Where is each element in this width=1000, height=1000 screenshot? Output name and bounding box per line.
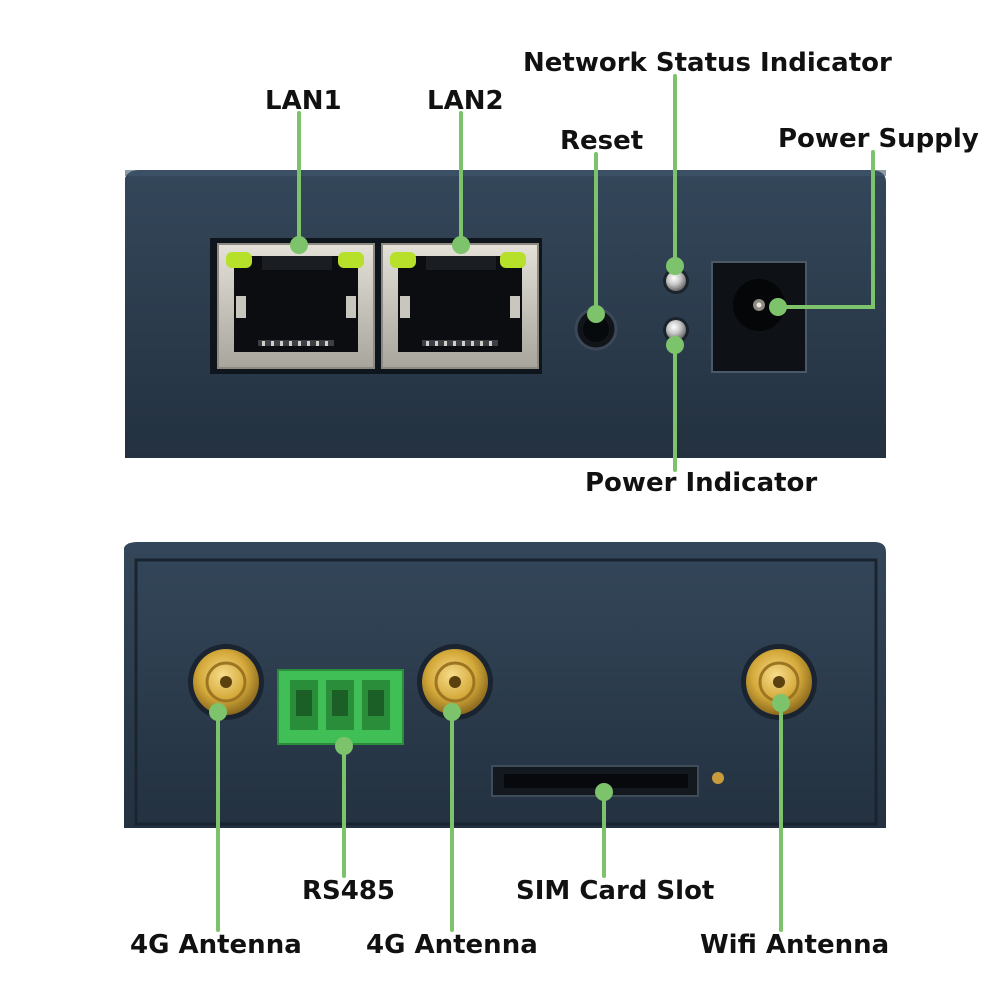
label-reset: Reset xyxy=(560,126,644,156)
label-rs485: RS485 xyxy=(302,876,396,906)
reset-button-hole xyxy=(574,307,618,351)
label-4g-antenna-left: 4G Antenna xyxy=(130,930,302,960)
antenna-4g-mid-connector xyxy=(417,644,493,720)
label-network-status-indicator: Network Status Indicator xyxy=(523,48,892,78)
callout-line-power-supply xyxy=(776,150,875,309)
lan1-led-right xyxy=(338,252,364,268)
lan2-port xyxy=(381,243,539,369)
label-power-indicator: Power Indicator xyxy=(585,468,818,498)
label-wifi-antenna: Wifi Antenna xyxy=(700,930,890,960)
power-jack xyxy=(711,261,807,373)
callout-dots xyxy=(209,236,790,801)
label-sim-card-slot: SIM Card Slot xyxy=(516,876,715,906)
label-lan2: LAN2 xyxy=(427,86,504,116)
sim-card-slot xyxy=(491,765,724,797)
rs485-terminal-block xyxy=(277,669,404,745)
lan2-led-right xyxy=(500,252,526,268)
power-led xyxy=(663,317,689,343)
lan2-led-left xyxy=(390,252,416,268)
callout-lines xyxy=(216,74,875,932)
antenna-4g-left-connector xyxy=(188,644,264,720)
label-lan1: LAN1 xyxy=(265,86,342,116)
label-power-supply: Power Supply xyxy=(778,124,979,154)
wifi-antenna-connector xyxy=(741,644,817,720)
top-panel xyxy=(125,170,886,458)
label-4g-antenna-mid: 4G Antenna xyxy=(366,930,538,960)
bottom-panel xyxy=(124,542,886,828)
lan1-port xyxy=(217,243,375,369)
network-status-led xyxy=(663,268,689,294)
lan1-led-left xyxy=(226,252,252,268)
